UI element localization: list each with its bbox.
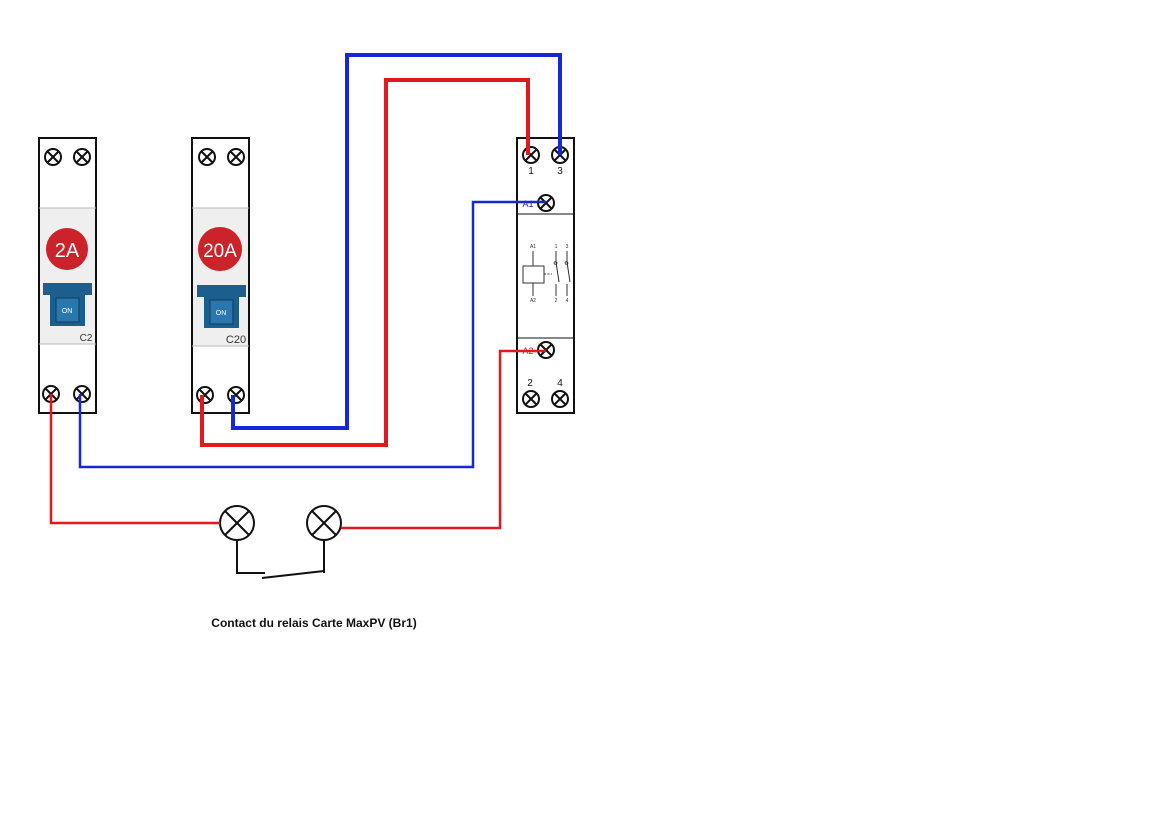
- lamp-1: [219, 505, 255, 541]
- screw-icon: [522, 390, 540, 408]
- diagram-caption: Contact du relais Carte MaxPV (Br1): [211, 616, 416, 630]
- breaker-code: C20: [226, 334, 246, 346]
- screw-icon: [522, 146, 540, 164]
- screw-icon: [196, 386, 214, 404]
- terminal-label: 3: [557, 166, 563, 177]
- rating-badge: [198, 227, 242, 271]
- lamp-2: [306, 505, 342, 541]
- rating-badge: [46, 228, 88, 270]
- screw-icon: [73, 148, 91, 166]
- breaker-20a: 20A ON C20: [191, 137, 250, 414]
- phase-wire-breaker20-to-contactor1: [200, 78, 530, 447]
- screw-icon: [551, 390, 569, 408]
- relay-contact-icon: [236, 540, 325, 579]
- screw-icon: [227, 148, 245, 166]
- terminal-label: 2: [527, 378, 533, 389]
- neutral-wire-breaker20-to-contactor3: [231, 53, 562, 430]
- svg-text:3: 3: [566, 244, 569, 250]
- terminal-label: 4: [557, 378, 563, 389]
- rating-label: 20A: [203, 241, 237, 262]
- screw-icon: [198, 148, 216, 166]
- terminal-label: 1: [528, 166, 534, 177]
- svg-text:A1: A1: [530, 244, 536, 250]
- screw-icon: [44, 148, 62, 166]
- contactor: 1 3 A1 A2 2 4 A1 A2 1 3 2 4: [516, 137, 575, 414]
- svg-text:2: 2: [555, 298, 558, 304]
- svg-text:4: 4: [566, 298, 569, 304]
- phase-wire-lamp-to-a2: [341, 349, 546, 530]
- terminal-label: A1: [522, 199, 533, 209]
- breaker-code: C2: [80, 333, 93, 344]
- switch-label: ON: [216, 310, 227, 317]
- neutral-wire-breaker2-to-a1: [78, 200, 546, 469]
- contactor-symbol-icon: A1 A2 1 3 2 4: [522, 244, 571, 304]
- switch-label: ON: [62, 308, 73, 315]
- svg-text:A2: A2: [530, 298, 536, 304]
- rating-label: 2A: [55, 240, 80, 262]
- screw-icon: [73, 385, 91, 403]
- svg-text:1: 1: [555, 244, 558, 250]
- phase-wire-breaker2-to-lamp: [49, 394, 220, 525]
- screw-icon: [227, 386, 245, 404]
- breaker-2a: 2A ON C2: [38, 137, 97, 414]
